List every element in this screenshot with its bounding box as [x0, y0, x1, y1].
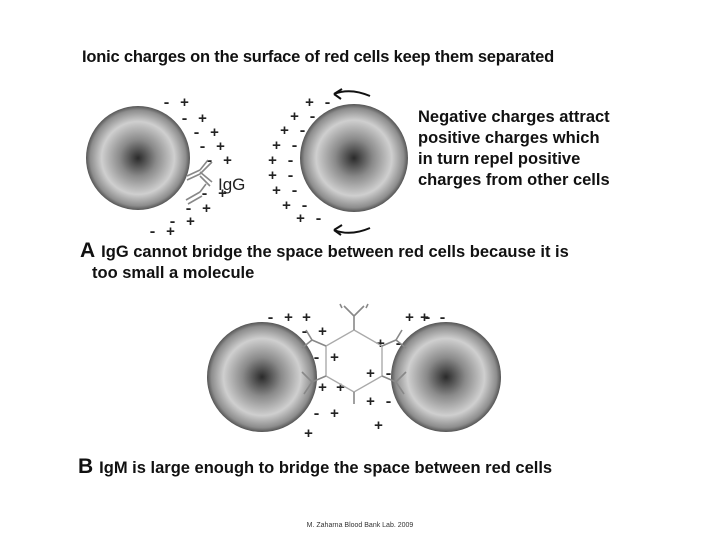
- svg-text:+ +: + +: [318, 380, 345, 397]
- charges-b: - + + - + - + + + - + + + - + - + - + - …: [266, 310, 447, 443]
- svg-text:+ -: + -: [272, 183, 299, 200]
- note-line: charges from other cells: [418, 171, 610, 189]
- arrow-top: [333, 88, 371, 100]
- svg-text:+ -: + -: [282, 198, 309, 215]
- svg-text:+: +: [304, 426, 313, 443]
- svg-text:- +: - +: [205, 153, 232, 170]
- charges-a-right: + - + - + - + - + - + - + - + - + -: [268, 95, 332, 228]
- svg-text:+ -: + -: [290, 109, 317, 126]
- igm-molecule: [301, 303, 407, 404]
- note-line: positive charges which: [418, 129, 600, 147]
- caption-a-line2: too small a molecule: [92, 264, 255, 282]
- svg-text:- + +: - + +: [266, 310, 311, 327]
- diagram-title: Ionic charges on the surface of red cell…: [82, 48, 554, 66]
- caption-b-text: IgM is large enough to bridge the space …: [99, 459, 553, 477]
- svg-text:+ -: + -: [420, 310, 447, 327]
- svg-text:- +: - +: [200, 186, 227, 203]
- svg-text:- +: - +: [192, 125, 219, 142]
- svg-text:+ -: + -: [268, 153, 295, 170]
- charges-a-left: - + - + - + - + - + - + - + - + - +: [148, 95, 232, 241]
- panel-b-letter: B: [78, 455, 94, 478]
- svg-text:+ -: + -: [280, 123, 307, 140]
- svg-text:+ -: + -: [272, 138, 299, 155]
- svg-text:+ -: + -: [405, 310, 432, 327]
- red-cell-b-right: [391, 322, 501, 432]
- footer-credit: M. Zaharna Blood Bank Lab. 2009: [306, 522, 414, 529]
- charge-explanation: Negative charges attract positive charge…: [418, 107, 610, 191]
- svg-text:+ -: + -: [366, 366, 393, 383]
- caption-a: A IgG cannot bridge the space between red…: [80, 240, 569, 284]
- svg-text:+ -: + -: [268, 168, 295, 185]
- arrow-bottom: [333, 224, 371, 236]
- caption-b: B IgM is large enough to bridge the space…: [78, 455, 552, 479]
- note-line: in turn repel positive: [418, 150, 581, 168]
- note-line: Negative charges attract: [418, 108, 610, 126]
- svg-text:- +: - +: [180, 111, 207, 128]
- red-cell-a-right: [300, 104, 408, 212]
- caption-a-line1: IgG cannot bridge the space between red …: [101, 243, 569, 261]
- svg-text:- +: - +: [148, 224, 175, 241]
- red-cell-b-left: [207, 322, 317, 432]
- svg-text:- +: - +: [162, 95, 189, 112]
- svg-text:+ -: + -: [366, 394, 393, 411]
- svg-text:- +: - +: [312, 406, 339, 423]
- svg-text:- +: - +: [184, 201, 211, 218]
- svg-text:+ -: + -: [296, 211, 323, 228]
- igg-label: IgG: [218, 175, 245, 194]
- svg-text:+: +: [374, 418, 383, 435]
- svg-text:+ -: + -: [305, 95, 332, 112]
- igg-molecule: [185, 159, 213, 205]
- panel-a-letter: A: [80, 239, 96, 262]
- svg-text:- +: - +: [168, 214, 195, 231]
- red-cell-a-left: [86, 106, 190, 210]
- svg-text:- +: - +: [300, 324, 327, 341]
- svg-text:- +: - +: [198, 139, 225, 156]
